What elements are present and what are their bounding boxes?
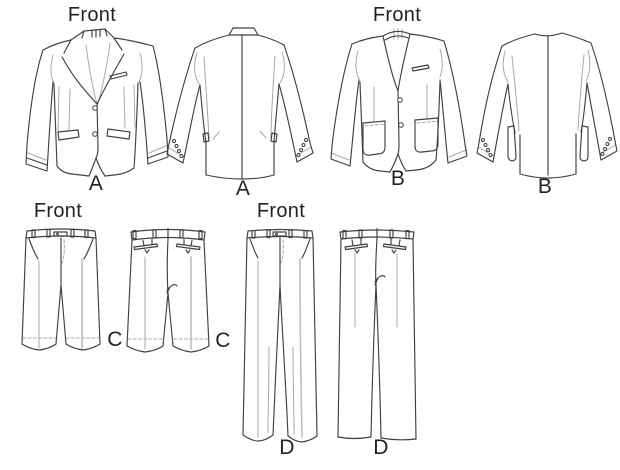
sleeve-buttons: [481, 137, 612, 157]
view-label-shorts-c-back: C: [215, 329, 231, 352]
front-caption-pants-d: Front: [256, 200, 306, 222]
front-buttons: [397, 97, 404, 128]
belt-loops: [342, 229, 410, 240]
seam-layer: [27, 42, 167, 161]
chest-welt-pocket: [109, 71, 128, 80]
view-label-shorts-c-front: C: [107, 328, 123, 351]
sleeve-buttons: [172, 138, 308, 158]
seam-layer: [168, 51, 312, 158]
jacket-a-front-drawing: [25, 28, 169, 177]
seam-layer: [22, 239, 100, 349]
left-slant-pocket: [28, 238, 39, 260]
outline-layer: [337, 228, 417, 441]
left-patch-pocket: [362, 120, 386, 156]
view-label-pants-d-back: D: [373, 436, 389, 459]
outline-layer: [476, 32, 618, 179]
seam-layer: [127, 256, 209, 350]
chest-welt-pocket: [411, 64, 430, 72]
outline-layer: [25, 28, 169, 177]
right-back-pocket: [382, 243, 407, 251]
pants-d-front-drawing: [242, 228, 318, 443]
back-collar: [228, 27, 259, 36]
left-back-pocket: [344, 243, 369, 251]
front-caption-shorts-c: Front: [33, 200, 83, 222]
belt-loops: [251, 229, 308, 239]
outline-layer: [126, 228, 210, 353]
right-patch-pocket: [414, 117, 439, 153]
jacket-a-back-drawing: [166, 27, 314, 180]
outline-layer: [330, 30, 468, 173]
belt-loops: [31, 229, 89, 239]
right-slant-pocket: [83, 238, 94, 260]
jacket-b-back-drawing: [476, 32, 618, 179]
view-label-jacket-b-back: B: [537, 175, 553, 198]
seam-layer: [330, 28, 467, 161]
crotch-thread-mark: [166, 284, 178, 294]
view-label-pants-d-front: D: [279, 436, 295, 459]
front-buttons: [92, 105, 98, 137]
seam-layer: [354, 253, 398, 328]
right-back-pocket: [175, 243, 201, 251]
seam-layer: [257, 239, 303, 438]
right-flap-pocket: [106, 128, 131, 140]
waist-button: [275, 232, 278, 236]
waist-tab: [53, 231, 68, 237]
shorts-c-front-drawing: [21, 228, 101, 351]
view-label-jacket-a-front: A: [88, 172, 104, 195]
left-back-pocket: [133, 243, 159, 251]
outline-layer: [166, 27, 314, 180]
front-caption-jacket-a: Front: [67, 4, 117, 26]
jacket-b-front-drawing: [330, 28, 468, 173]
outline-layer: [242, 228, 318, 443]
seam-layer: [477, 49, 616, 157]
left-flap-pocket: [57, 129, 80, 141]
shorts-c-back-drawing: [126, 228, 210, 353]
waistband: [246, 228, 314, 239]
waist-button: [56, 232, 59, 236]
view-label-jacket-b-front: B: [390, 167, 406, 190]
front-caption-jacket-b: Front: [372, 4, 422, 26]
view-label-jacket-a-back: A: [235, 177, 251, 200]
pants-d-back-drawing: [337, 228, 417, 441]
belt-loops: [132, 229, 203, 240]
waist-tab: [272, 231, 287, 237]
right-slant-pocket: [301, 238, 311, 259]
left-slant-pocket: [249, 238, 259, 259]
crotch-thread-mark: [374, 275, 386, 286]
outline-layer: [21, 228, 101, 351]
